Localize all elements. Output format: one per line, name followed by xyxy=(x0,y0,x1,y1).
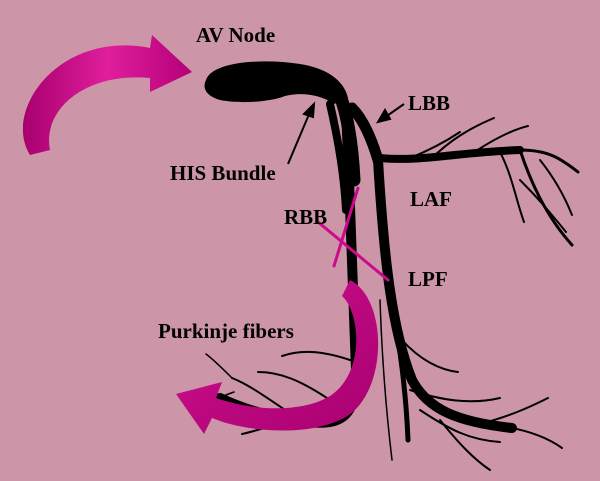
right-bundle-branch xyxy=(215,105,361,428)
left-posterior-fascicle xyxy=(389,297,411,443)
lbb-label: LBB xyxy=(408,91,450,115)
curved-arrow-icon xyxy=(176,280,379,434)
av-node-label: AV Node xyxy=(196,23,275,47)
lpf-label: LPF xyxy=(408,267,448,291)
block-x-icon xyxy=(316,186,390,282)
av-node-shape xyxy=(204,61,348,104)
his-bundle-label: HIS Bundle xyxy=(170,161,276,185)
rbb-label: RBB xyxy=(284,205,327,229)
his-bundle-pointer xyxy=(287,111,311,165)
label-pointers xyxy=(287,101,405,165)
left-bundle-branch xyxy=(346,102,384,166)
left-anterior-fascicle xyxy=(376,146,524,163)
curved-arrow-icon xyxy=(22,35,192,155)
purkinje-fibers-label: Purkinje fibers xyxy=(158,319,294,343)
laf-label: LAF xyxy=(410,187,452,211)
